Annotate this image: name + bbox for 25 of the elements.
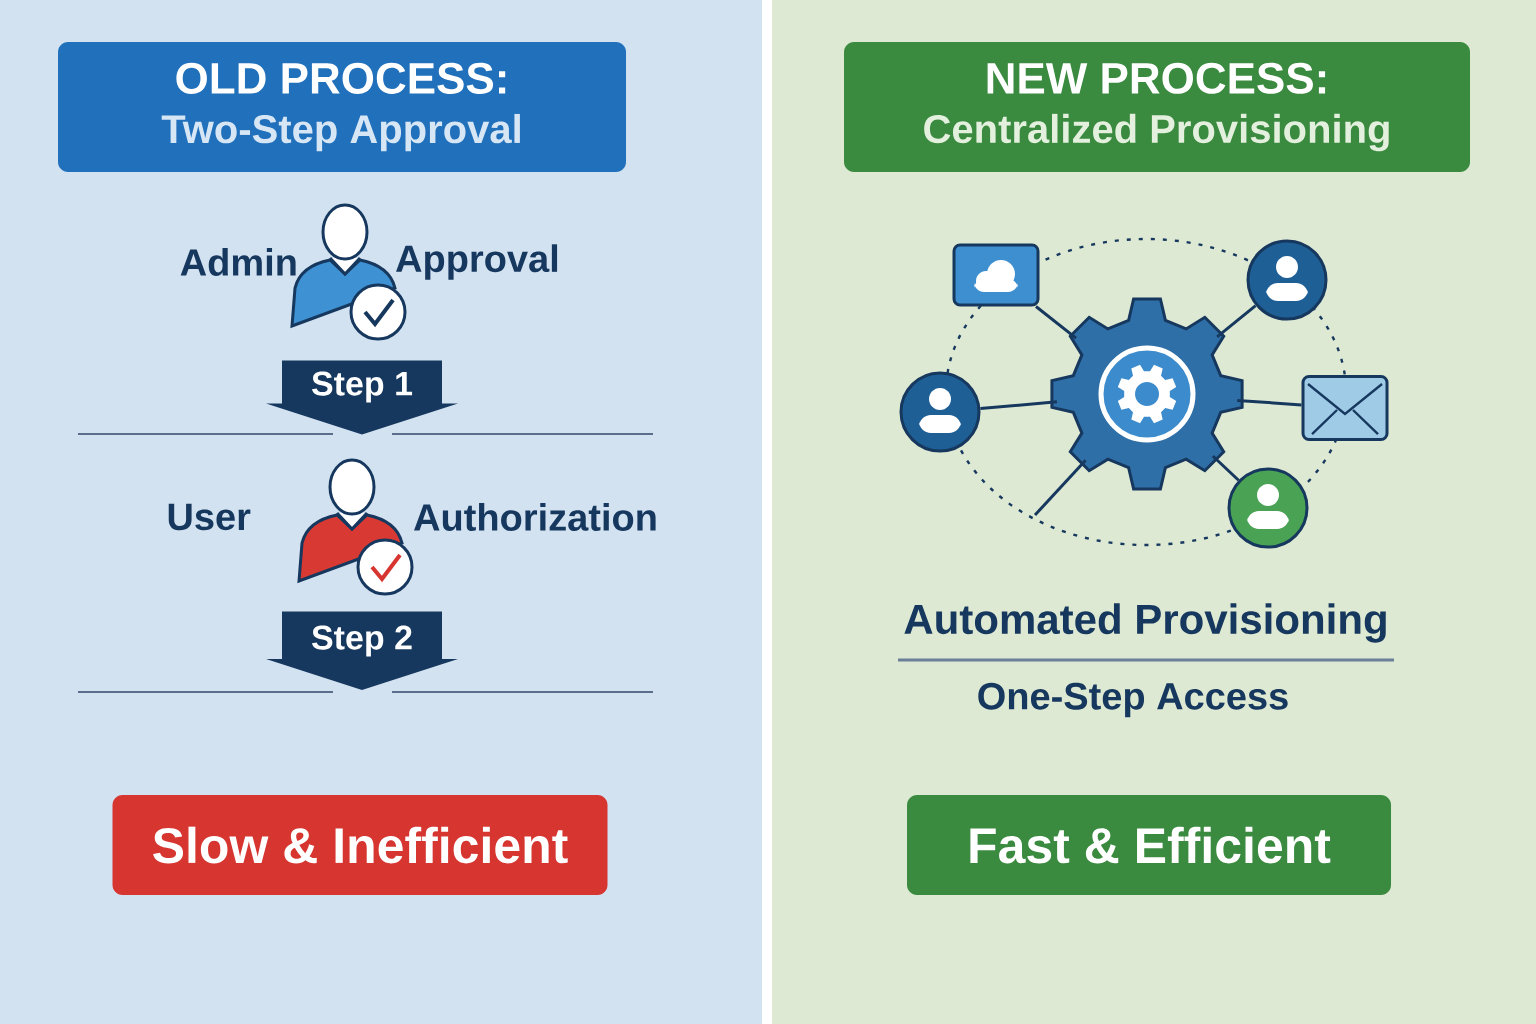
user-avatar [1227,467,1309,549]
person-drawing [297,458,414,596]
title-banner: NEW PROCESS: Centralized Provisioning [844,42,1470,172]
person-label: Approval [396,244,558,280]
cloud-icon [952,243,1040,307]
gear-icon [1050,297,1244,491]
title-banner: OLD PROCESS: Two-Step Approval [58,42,626,172]
user-avatar [899,371,981,453]
person-label: User [168,503,251,531]
connector-line [1237,398,1302,407]
subheading-text: One-Step Access [978,682,1288,718]
heading-text: Automated Provisioning [904,603,1386,643]
result-banner: Slow & Inefficient [112,795,608,895]
connector-line [1033,459,1087,517]
connector-line [980,400,1058,410]
connector-line [1211,454,1240,482]
edge-label: Step 1 [309,369,415,405]
person-label: Admin [180,248,296,276]
connector-line [1035,305,1077,340]
user-avatar [1246,239,1328,321]
envelope-icon [1301,375,1389,441]
connector-line [1216,304,1257,339]
person-label: Authorization [414,503,656,531]
result-banner: Fast & Efficient [907,795,1391,895]
edge-label: Step 2 [309,623,415,659]
